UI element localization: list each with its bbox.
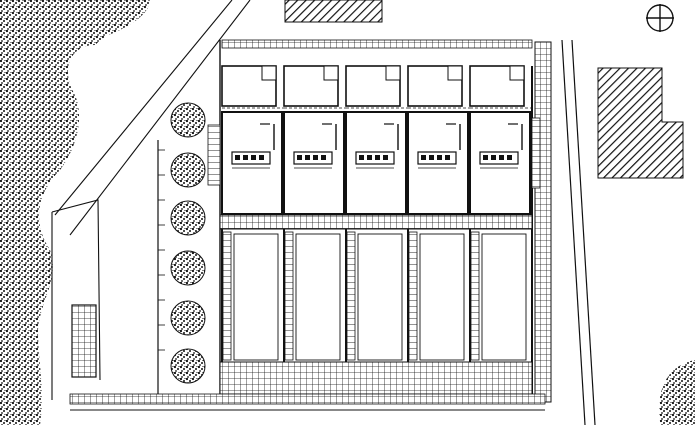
east-road [561, 39, 596, 425]
row-house-fixture [383, 155, 388, 160]
row-house-entry-notch [323, 65, 339, 81]
paved-band [219, 214, 533, 230]
entrance-steps-left [207, 124, 221, 186]
tree-icon [170, 102, 206, 138]
row-house-garden-path [346, 231, 356, 361]
south-path [69, 393, 546, 411]
row-house-fixture [235, 155, 240, 160]
row-houses [221, 65, 533, 394]
diagonal-road [51, 0, 251, 400]
row-house-entry-notch [447, 65, 463, 81]
tree-icon [170, 348, 206, 384]
tree-icon [170, 152, 206, 188]
row-house-garden-plot [481, 233, 527, 361]
woodland-left [0, 0, 150, 425]
north-arrow-icon [646, 4, 674, 32]
row-house-entry-notch [509, 65, 525, 81]
neighbor-building-top [284, 0, 383, 23]
row-house-garden-plot [295, 233, 341, 361]
tree-icon [170, 300, 206, 336]
row-house-unit [345, 65, 408, 394]
tree-icon [170, 250, 206, 286]
woodland-bottom-right [659, 360, 695, 425]
row-house-fixture [445, 155, 450, 160]
north-boundary-hedge [221, 39, 533, 49]
row-house-fixture [359, 155, 364, 160]
row-house-garden-plot [357, 233, 403, 361]
row-house-fixture [259, 155, 264, 160]
neighbor-building-right [597, 67, 684, 179]
row-house-fixture [499, 155, 504, 160]
east-entrance-steps [531, 117, 541, 189]
row-house-fixture [491, 155, 496, 160]
row-house-fixture [421, 155, 426, 160]
row-house-fixture [367, 155, 372, 160]
terrace-bottom [219, 361, 533, 395]
row-house-garden-plot [233, 233, 279, 361]
row-house-fixture [507, 155, 512, 160]
row-house-fixture [437, 155, 442, 160]
row-house-garden-path [222, 231, 232, 361]
row-house-fixture [251, 155, 256, 160]
east-footpath [534, 41, 552, 403]
row-house-fixture [313, 155, 318, 160]
row-house-unit [469, 65, 532, 394]
row-house-garden-path [408, 231, 418, 361]
row-house-garden-path [470, 231, 480, 361]
row-house-garden-path [284, 231, 294, 361]
row-house-fixture [243, 155, 248, 160]
tree-icon [170, 200, 206, 236]
row-house-fixture [321, 155, 326, 160]
row-house-entry-notch [261, 65, 277, 81]
tree-row [170, 102, 206, 384]
row-house-unit [221, 65, 284, 394]
row-house-fixture [305, 155, 310, 160]
row-house-garden-plot [419, 233, 465, 361]
row-house-fixture [483, 155, 488, 160]
gate-house [71, 304, 97, 378]
row-house-fixture [429, 155, 434, 160]
row-house-unit [283, 65, 346, 394]
row-house-entry-notch [385, 65, 401, 81]
row-house-fixture [297, 155, 302, 160]
row-house-fixture [375, 155, 380, 160]
woodland-left-top [60, 0, 150, 38]
row-house-unit [407, 65, 470, 394]
